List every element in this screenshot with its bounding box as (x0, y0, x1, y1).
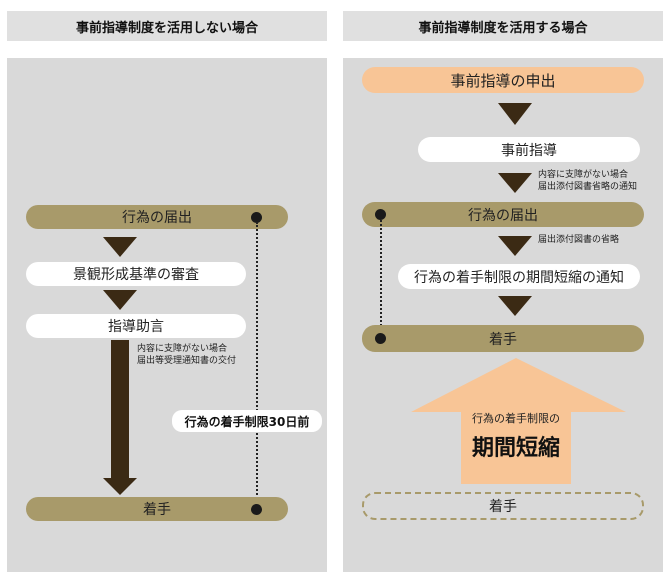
right-arrow-3 (498, 236, 532, 256)
left-long-arrow-head (103, 478, 137, 495)
big-arrow-line2: 期間短縮 (471, 436, 560, 461)
left-step-notify: 行為の届出 (26, 205, 288, 229)
right-header: 事前指導制度を活用する場合 (343, 11, 663, 41)
right-note-1-line2: 届出添付図書省略の通知 (538, 182, 638, 192)
left-header: 事前指導制度を活用しない場合 (7, 11, 327, 41)
right-step-shorten-notice: 行為の着手制限の期間短縮の通知 (398, 264, 640, 289)
left-arrow-2 (103, 290, 137, 310)
right-step-start-dashed: 着手 (362, 492, 644, 520)
right-step-start-dashed-label: 着手 (489, 499, 517, 515)
left-limit-label: 行為の着手制限30日前 (184, 414, 310, 429)
right-note-2-text: 届出添付図書の省略 (538, 235, 620, 245)
right-step-shorten-notice-label: 行為の着手制限の期間短縮の通知 (414, 269, 624, 286)
right-step-request: 事前指導の申出 (362, 67, 644, 93)
right-arrow-1 (498, 103, 532, 125)
right-note-1: 内容に支障がない場合 届出添付図書省略の通知 (538, 169, 637, 193)
left-step-advice: 指導助言 (26, 314, 246, 338)
right-dot-top (375, 209, 386, 220)
right-note-1-line1: 内容に支障がない場合 (538, 170, 629, 180)
right-step-start-label: 着手 (489, 331, 517, 348)
right-step-guidance: 事前指導 (418, 137, 640, 162)
left-dot-bottom (251, 504, 262, 515)
left-dot-top (251, 212, 262, 223)
left-step-start-label: 着手 (143, 502, 171, 518)
left-step-review-label: 景観形成基準の審査 (73, 267, 199, 283)
right-arrow-2 (498, 173, 532, 193)
right-dot-bottom (375, 333, 386, 344)
left-note-line1: 内容に支障がない場合 (137, 344, 228, 354)
left-step-review: 景観形成基準の審査 (26, 262, 246, 286)
big-up-arrow (411, 358, 626, 484)
left-step-start: 着手 (26, 497, 288, 521)
right-note-2: 届出添付図書の省略 (538, 234, 619, 246)
left-note-line2: 届出等受理通知書の交付 (137, 356, 237, 366)
right-step-start: 着手 (362, 325, 644, 352)
right-step-guidance-label: 事前指導 (501, 142, 557, 159)
right-step-request-label: 事前指導の申出 (450, 71, 556, 90)
big-arrow-text: 行為の着手制限の 期間短縮 (461, 410, 571, 462)
left-dotted-line (256, 222, 258, 502)
left-long-arrow-shaft (111, 340, 129, 480)
left-arrow-1 (103, 237, 137, 257)
right-step-notify: 行為の届出 (362, 202, 644, 227)
left-limit-tag: 行為の着手制限30日前 (172, 410, 322, 432)
left-step-notify-label: 行為の届出 (122, 210, 192, 226)
left-step-advice-label: 指導助言 (108, 319, 164, 335)
right-step-notify-label: 行為の届出 (468, 207, 538, 224)
right-arrow-4 (498, 296, 532, 316)
left-note: 内容に支障がない場合 届出等受理通知書の交付 (137, 343, 236, 367)
right-dotted-line (380, 220, 382, 338)
big-arrow-line1: 行為の着手制限の (472, 412, 560, 425)
